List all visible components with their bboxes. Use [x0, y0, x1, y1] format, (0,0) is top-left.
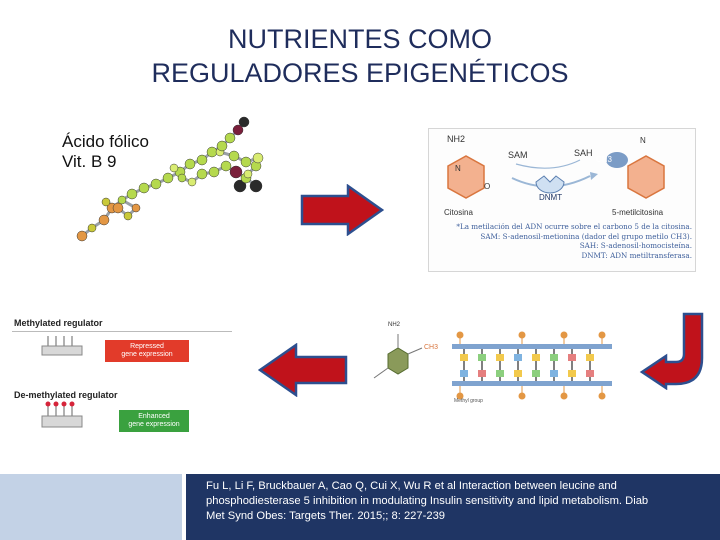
citation-line-1: Fu L, Li F, Bruckbauer A, Cao Q, Cui X, …	[206, 480, 617, 492]
reactant-amine-label: NH2	[447, 134, 466, 144]
dna-ladder-icon	[452, 331, 612, 400]
figure-caption: *La metilación del ADN ocurre sobre el c…	[440, 222, 692, 260]
citation-line-2: phosphodiesterase 5 inhibition in modula…	[206, 495, 649, 507]
repressed-expression-box: Repressed gene expression	[105, 340, 189, 362]
enhanced-expression-box: Enhanced gene expression	[119, 410, 189, 432]
title-line-2: REGULADORES EPIGENÉTICOS	[151, 58, 569, 88]
methylated-regulator-label: Methylated regulator	[14, 318, 103, 328]
enhanced-line-2: gene expression	[128, 421, 180, 428]
caption-line: SAM: S-adenosil-metionina (dador del gru…	[480, 231, 692, 241]
right-arrow-icon	[300, 184, 384, 236]
down-u-turn-arrow-icon	[639, 312, 704, 390]
enhanced-line-1: Enhanced	[138, 413, 170, 420]
demethylated-regulator-label: De-methylated regulator	[14, 390, 118, 400]
caption-line: *La metilación del ADN ocurre sobre el c…	[456, 222, 692, 231]
folic-acid-label: Ácido fólico Vit. B 9	[62, 132, 149, 172]
methylated-regulator-icon	[41, 336, 83, 356]
molecule-name: Ácido fólico	[62, 132, 149, 151]
slide-title: NUTRIENTES COMO REGULADORES EPIGENÉTICOS	[0, 22, 720, 90]
left-arrow-icon	[258, 343, 348, 397]
repressed-line-1: Repressed	[130, 343, 164, 350]
sah-label: SAH	[574, 148, 593, 158]
cytosine-label: Citosina	[444, 208, 473, 217]
title-line-1: NUTRIENTES COMO	[227, 24, 492, 54]
footer-accent	[0, 474, 182, 540]
demethylated-regulator-icon	[41, 401, 83, 428]
footer-bar	[186, 474, 720, 540]
molecule-methyl-label: CH3	[424, 344, 439, 351]
reactant-o-label: O	[484, 182, 491, 191]
gene-regulation-diagram: Methylated regulator Repressed gene expr…	[12, 314, 234, 436]
cytosine-methylation-figure	[428, 128, 696, 272]
product-n-label: N	[640, 136, 646, 145]
citation-line-3: Met Synd Obes: Targets Ther. 2015;; 8: 2…	[206, 510, 446, 522]
cytosine-methylation-diagram	[447, 152, 665, 199]
dnmt-label: DNMT	[539, 193, 563, 202]
reactant-n-label: N	[455, 164, 461, 173]
caption-line: DNMT: ADN metiltransferasa.	[581, 250, 692, 260]
caption-line: SAH: S-adenosil-homocisteína.	[579, 241, 692, 251]
methylcytosine-model-icon	[373, 334, 423, 379]
amine-label: NH2	[388, 322, 401, 328]
methyl-badge: CH3	[596, 155, 613, 164]
sam-label: SAM	[508, 150, 528, 160]
vitamin-name: Vit. B 9	[62, 152, 117, 171]
divider	[12, 331, 232, 332]
methyl-group-label: Methyl group	[454, 398, 483, 404]
repressed-line-2: gene expression	[121, 351, 173, 358]
citation: Fu L, Li F, Bruckbauer A, Cao Q, Cui X, …	[206, 479, 716, 524]
folic-acid-molecule-icon	[76, 116, 264, 242]
methylcytosine-label: 5-metilcitosina	[612, 208, 664, 217]
